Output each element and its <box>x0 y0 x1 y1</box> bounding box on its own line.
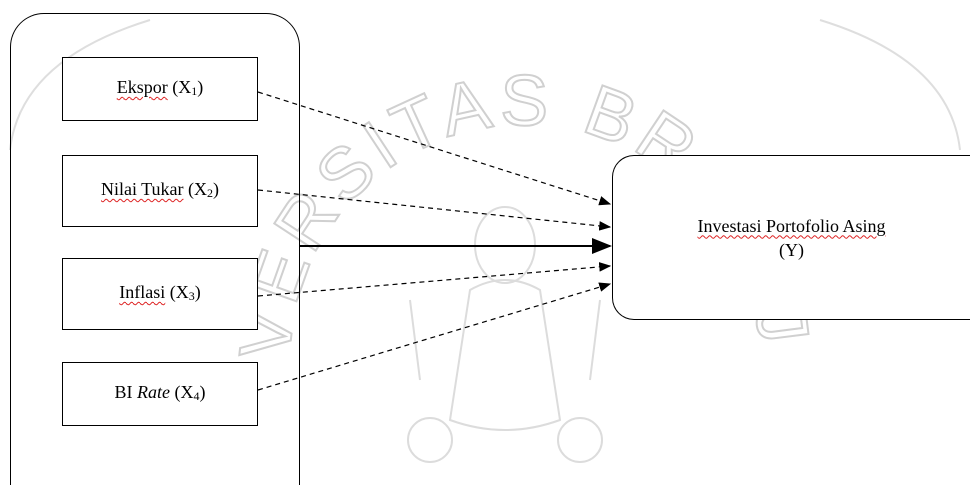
label-name: Rate <box>137 382 170 402</box>
arrow-x2 <box>258 190 610 227</box>
arrow-x4 <box>258 284 610 390</box>
dependent-code: (Y) <box>779 238 804 262</box>
box-inflasi: Inflasi (X3) <box>62 258 258 330</box>
arrow-x1 <box>258 92 610 204</box>
label-name: Nilai Tukar <box>101 179 184 199</box>
label-name: Inflasi <box>119 282 165 302</box>
label-name: Ekspor <box>117 77 168 97</box>
box-ekspor: Ekspor (X1) <box>62 57 258 121</box>
dependent-name: Investasi Portofolio Asing <box>698 216 886 236</box>
box-investasi-portofolio-asing: Investasi Portofolio Asing (Y) <box>612 155 970 320</box>
arrow-x3 <box>258 266 610 296</box>
box-bi-rate: BI Rate (X4) <box>62 362 258 426</box>
box-nilai-tukar: Nilai Tukar (X2) <box>62 155 258 227</box>
